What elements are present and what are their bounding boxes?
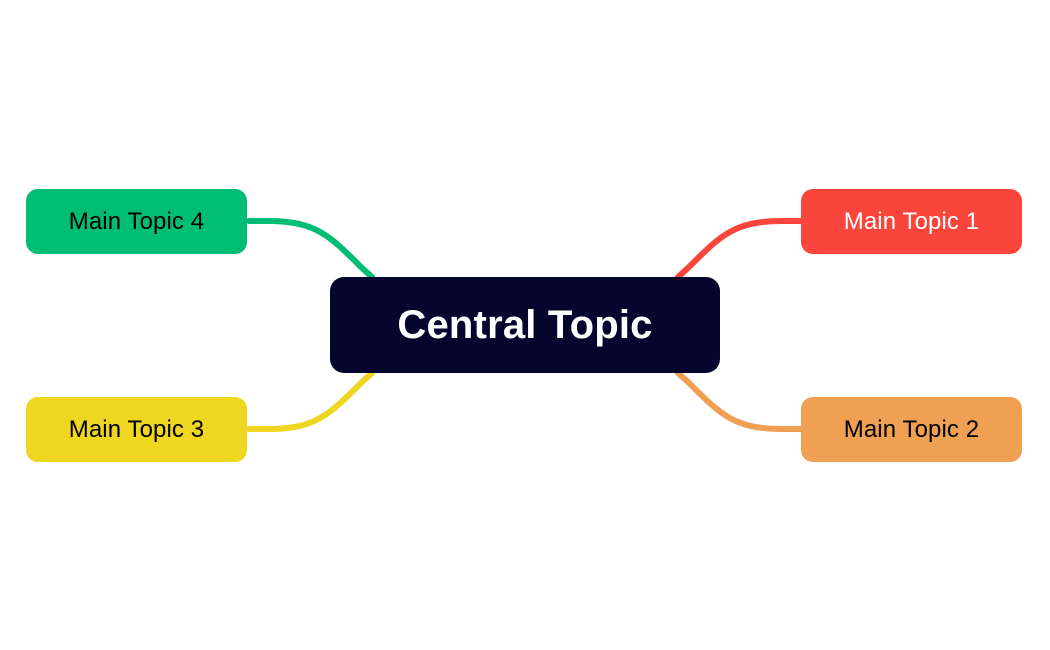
node-label-central-topic: Central Topic: [397, 302, 653, 347]
node-label-main-topic-4: Main Topic 4: [68, 207, 205, 235]
connector-topic-2: [675, 370, 804, 432]
node-main-topic-1[interactable]: Main Topic 1: [801, 189, 1022, 254]
node-label-main-topic-1: Main Topic 1: [843, 207, 980, 235]
connector-topic-4: [246, 218, 375, 280]
node-main-topic-4[interactable]: Main Topic 4: [26, 189, 247, 254]
connector-topic-1: [675, 218, 804, 280]
node-main-topic-3[interactable]: Main Topic 3: [26, 397, 247, 462]
node-label-main-topic-3: Main Topic 3: [68, 415, 205, 443]
connector-topic-3: [246, 370, 375, 432]
node-main-topic-2[interactable]: Main Topic 2: [801, 397, 1022, 462]
node-label-main-topic-2: Main Topic 2: [843, 415, 980, 443]
node-central-topic[interactable]: Central Topic: [330, 277, 720, 373]
